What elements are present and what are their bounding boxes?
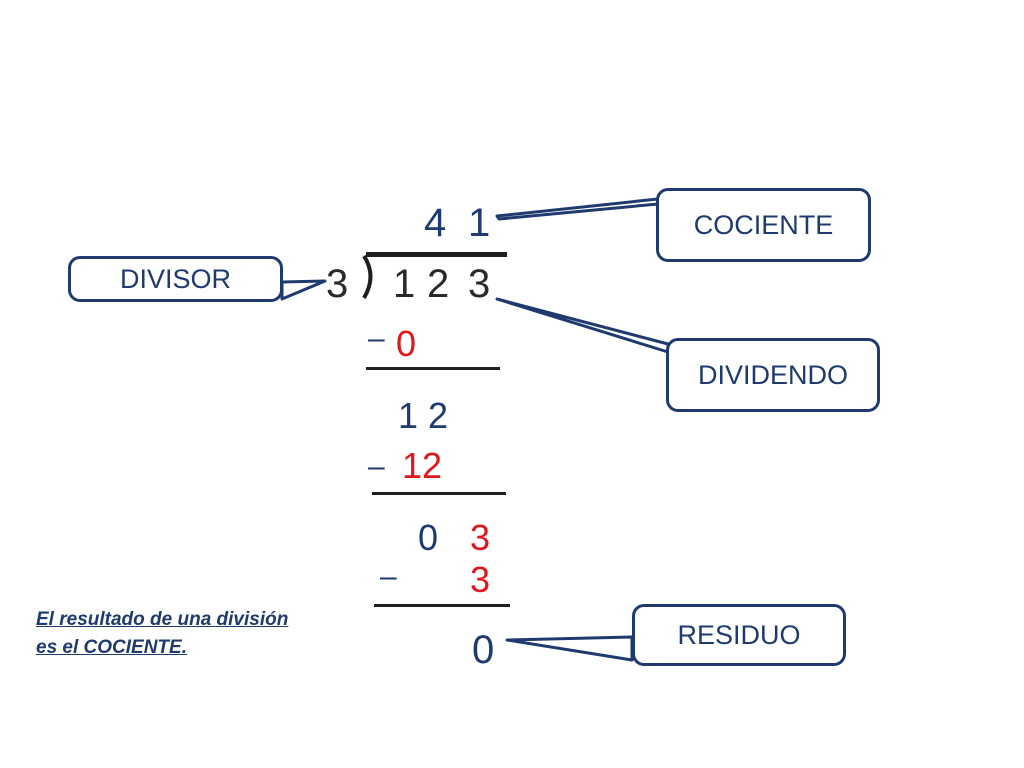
divisor-label: DIVISOR	[119, 263, 232, 294]
divisor-digit: 3	[326, 262, 349, 306]
residuo-callout: RESIDUO	[632, 604, 846, 666]
step3-zero: 0	[418, 517, 439, 558]
dividendo-callout: DIVIDENDO	[666, 338, 880, 412]
result-note-line-2: es el COCIENTE.	[36, 636, 187, 658]
cociente-callout: COCIENTE	[656, 188, 871, 262]
subtraction-line-2	[372, 492, 506, 495]
cociente-leader	[495, 197, 660, 221]
division-bar	[366, 252, 507, 257]
subtraction-line-1	[366, 367, 500, 370]
step2-subtract: 12	[402, 445, 443, 486]
residuo-label: RESIDUO	[677, 619, 801, 650]
dividend-digit-3: 3	[468, 262, 491, 306]
result-note-line-1: El resultado de una división	[36, 609, 289, 630]
division-bracket	[362, 254, 373, 300]
residuo-leader	[505, 635, 634, 662]
step2-value: 1 2	[398, 395, 449, 436]
quotient-digit-2: 1	[468, 201, 491, 245]
result-note: El resultado de una división es el COCIE…	[36, 606, 288, 661]
divisor-callout: DIVISOR	[68, 256, 283, 302]
divisor-leader	[280, 279, 327, 301]
dividend-digit-1: 1	[393, 262, 416, 306]
dividendo-label: DIVIDENDO	[697, 359, 849, 390]
step3-bring-down: 3	[470, 517, 491, 558]
step1-subtract: 0	[396, 323, 417, 364]
minus-sign-1: –	[368, 322, 385, 355]
step3-subtract: 3	[470, 559, 491, 600]
remainder-value: 0	[472, 628, 495, 672]
dividend-digit-2: 2	[427, 262, 450, 306]
minus-sign-2: –	[368, 450, 385, 483]
minus-sign-3: –	[380, 560, 397, 593]
cociente-label: COCIENTE	[693, 209, 834, 240]
dividendo-leader	[495, 297, 670, 354]
quotient-digit-1: 4	[424, 201, 447, 245]
subtraction-line-3	[374, 604, 510, 607]
